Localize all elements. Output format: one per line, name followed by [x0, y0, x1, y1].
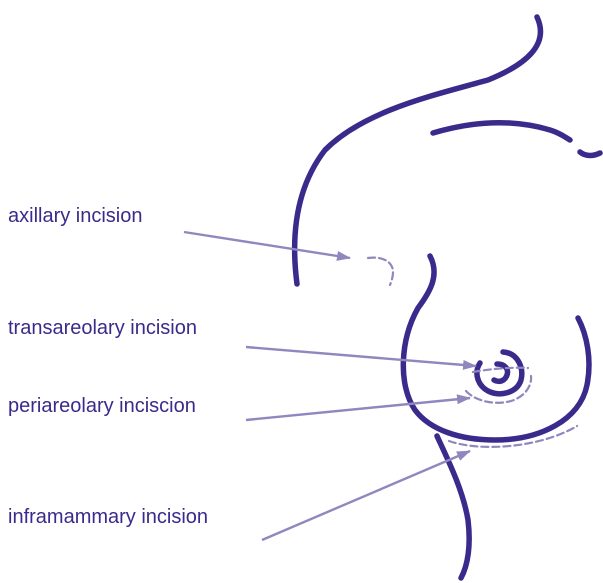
- axillary-pointer: [184, 232, 350, 258]
- inframammary-incision-label: inframammary incision: [8, 505, 208, 529]
- periareolary-pointer: [246, 398, 470, 420]
- breast-left-outline: [403, 256, 589, 440]
- axillary-incision: [368, 258, 393, 285]
- periareolary-incision-label: periareolary inciscion: [8, 394, 196, 418]
- shoulder-arm-outline: [295, 17, 541, 284]
- transareolary-pointer: [246, 347, 476, 366]
- nipple-outline: [494, 364, 508, 381]
- axillary-incision-label: axillary incision: [8, 204, 143, 228]
- transareolary-incision-label: transareolary incision: [8, 316, 197, 340]
- arm-underside-outline-tail: [580, 152, 600, 156]
- arm-underside-outline: [433, 123, 570, 140]
- inframammary-pointer: [262, 451, 470, 540]
- areola-outer-outline: [477, 352, 522, 394]
